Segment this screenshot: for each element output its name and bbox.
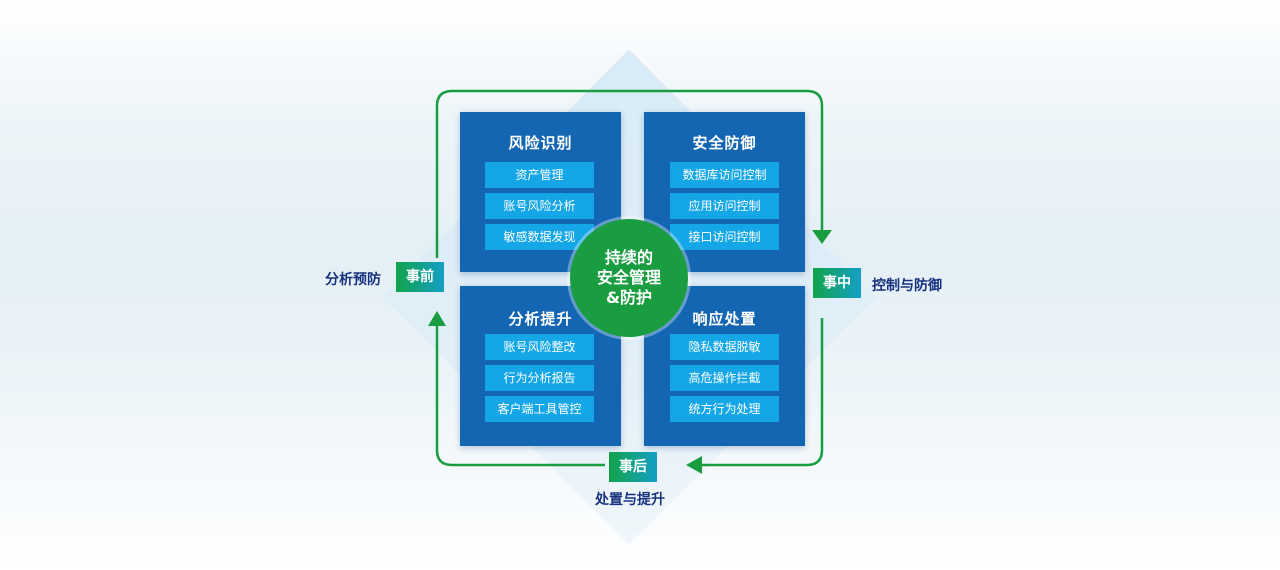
item-account-risk-rectification: 账号风险整改 (485, 334, 594, 360)
quadrant-title: 响应处置 (692, 310, 757, 328)
item-account-risk-analysis: 账号风险分析 (485, 193, 594, 219)
item-prescription-statistics-handling: 统方行为处理 (670, 396, 779, 422)
stage-label-after: 处置与提升 (595, 492, 665, 508)
arrow-head-up (428, 311, 446, 326)
item-sensitive-data-discovery: 敏感数据发现 (485, 224, 594, 250)
item-high-risk-operation-block: 高危操作拦截 (670, 365, 779, 391)
loop-path-top (435, 89, 824, 258)
quadrant-title: 分析提升 (508, 310, 573, 328)
quadrant-security-defense: 安全防御 数据库访问控制 应用访问控制 接口访问控制 (644, 112, 805, 272)
center-line-2: 安全管理 (596, 268, 661, 287)
quadrant-response-handling: 响应处置 隐私数据脱敏 高危操作拦截 统方行为处理 (644, 286, 805, 446)
item-privacy-data-masking: 隐私数据脱敏 (670, 334, 779, 360)
arrow-head-down (812, 230, 832, 244)
item-asset-management: 资产管理 (485, 162, 594, 188)
item-behavior-analysis-report: 行为分析报告 (485, 365, 594, 391)
stage-label-during: 控制与防御 (872, 278, 942, 294)
stage-tag-during: 事中 (813, 268, 861, 298)
stage-tag-before: 事前 (396, 262, 444, 292)
stage-tag-after: 事后 (609, 452, 657, 482)
center-line-3: &防护 (606, 288, 652, 307)
center-line-1: 持续的 (604, 248, 653, 267)
item-database-access-control: 数据库访问控制 (670, 162, 779, 188)
quadrant-title: 安全防御 (692, 134, 757, 152)
arrow-head-left (686, 456, 702, 474)
loop-path-left (435, 325, 605, 467)
quadrant-title: 风险识别 (508, 134, 573, 152)
item-client-tool-control: 客户端工具管控 (485, 396, 594, 422)
item-interface-access-control: 接口访问控制 (670, 224, 779, 250)
stage-label-before: 分析预防 (325, 272, 381, 288)
loop-path-right (700, 318, 824, 467)
quadrant-risk-identification: 风险识别 资产管理 账号风险分析 敏感数据发现 (460, 112, 621, 272)
item-application-access-control: 应用访问控制 (670, 193, 779, 219)
center-hub: 持续的 安全管理 &防护 (570, 219, 688, 337)
